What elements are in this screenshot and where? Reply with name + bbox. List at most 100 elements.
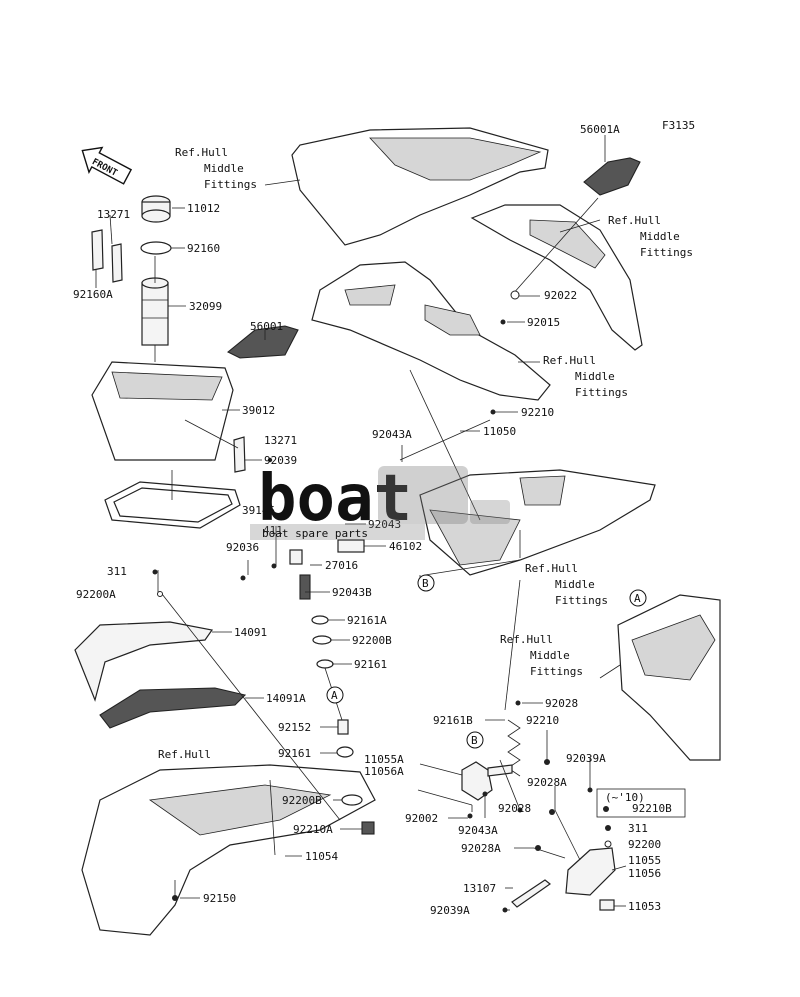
svg-text:Middle: Middle — [575, 370, 615, 383]
part-label: 92028A — [461, 842, 501, 855]
part-label: 92161A — [347, 614, 387, 627]
part-label: 46102 — [389, 540, 422, 553]
part-label: 27016 — [325, 559, 358, 572]
part-label: 92043B — [332, 586, 372, 599]
svg-text:Fittings: Fittings — [530, 665, 583, 678]
part-label: 56001A — [580, 123, 620, 136]
svg-text:A: A — [331, 689, 338, 702]
part-label: 92200 — [628, 838, 661, 851]
storage-tray-shape — [419, 469, 656, 576]
part-label: 14091A — [266, 692, 306, 705]
lower-hull-shape — [81, 764, 376, 936]
part-label: 32099 — [189, 300, 222, 313]
part-label: 92015 — [527, 316, 560, 329]
svg-text:Ref.Hull: Ref.Hull — [525, 562, 578, 575]
part-label: 92152 — [278, 721, 311, 734]
part-label: 92043 — [368, 518, 401, 531]
part-label: 13271 — [97, 208, 130, 221]
svg-text:Ref.Hull: Ref.Hull — [608, 214, 661, 227]
version-note-box: (~'10) — [596, 788, 686, 818]
deck-cover-shape — [291, 127, 549, 246]
leader-lines — [95, 135, 627, 911]
part-label: 11012 — [187, 202, 220, 215]
part-label: 92028 — [498, 802, 531, 815]
svg-text:B: B — [471, 734, 478, 747]
callout-b-1: B — [417, 574, 435, 592]
latch-shapes — [461, 761, 616, 911]
figure-code: F3135 — [662, 119, 695, 132]
hardware-dots — [152, 290, 612, 913]
svg-text:Fittings: Fittings — [640, 246, 693, 259]
storage-bin-shape — [91, 361, 234, 461]
ref-label-hull-middle-3: Ref.Hull Middle Fittings — [543, 354, 628, 399]
svg-text:Ref.Hull: Ref.Hull — [543, 354, 596, 367]
gasket-shape — [140, 241, 172, 255]
part-label: 92200B — [352, 634, 392, 647]
svg-text:Middle: Middle — [555, 578, 595, 591]
part-label: 11055 — [628, 854, 661, 867]
grab-handle-shapes — [74, 621, 247, 729]
part-labels: 56001A 11012 13271 92160 92160A 32099 56… — [73, 123, 672, 917]
part-label: 11056A — [364, 765, 404, 778]
part-label: 11050 — [483, 425, 516, 438]
part-label: 13271 — [264, 434, 297, 447]
svg-text:A: A — [634, 592, 641, 605]
part-label: 92150 — [203, 892, 236, 905]
rear-hull-shape — [617, 594, 721, 761]
mirror-left-shape — [226, 325, 299, 359]
part-label: 92200B — [282, 794, 322, 807]
part-label: 92036 — [226, 541, 259, 554]
mirror-right-shape — [583, 157, 641, 196]
ref-label-hull-middle-4: Ref.Hull Middle Fittings — [525, 562, 608, 607]
part-label: 311 — [628, 822, 648, 835]
version-note: (~'10) — [605, 791, 645, 804]
part-label: 11056 — [628, 867, 661, 880]
watermark-brand: boat — [258, 462, 412, 536]
part-label: 92161 — [278, 747, 311, 760]
ref-label-hull-middle-5: Ref.Hull Middle Fittings — [500, 633, 583, 678]
part-label: 92002 — [405, 812, 438, 825]
part-label: 11053 — [628, 900, 661, 913]
watermark-logo: boat boat spare parts — [250, 462, 510, 540]
part-label: 92161 — [354, 658, 387, 671]
front-arrow-icon: FRONT — [81, 146, 133, 185]
part-label: 92200A — [76, 588, 116, 601]
part-label: 92160 — [187, 242, 220, 255]
part-label: 92043A — [372, 428, 412, 441]
svg-text:Middle: Middle — [530, 649, 570, 662]
mid-panel-shape — [311, 261, 551, 401]
part-label: 92210 — [526, 714, 559, 727]
ref-label-hull-middle-1: Ref.Hull Middle Fittings — [175, 146, 257, 191]
svg-text:Fittings: Fittings — [555, 594, 608, 607]
svg-text:Ref.Hull: Ref.Hull — [175, 146, 228, 159]
callout-a-1: A — [629, 589, 647, 607]
part-label: 39012 — [242, 404, 275, 417]
callout-a-2: A — [326, 686, 344, 704]
part-label: 11054 — [305, 850, 338, 863]
bracket-shapes — [91, 229, 246, 473]
svg-text:Fittings: Fittings — [575, 386, 628, 399]
part-label: 92028A — [527, 776, 567, 789]
part-label: 92210B — [632, 802, 672, 815]
watermark-subtitle: boat spare parts — [262, 527, 368, 540]
part-label: 92210A — [293, 823, 333, 836]
svg-text:Middle: Middle — [204, 162, 244, 175]
svg-text:Fittings: Fittings — [204, 178, 257, 191]
part-label: 92039A — [566, 752, 606, 765]
part-label: 39145 — [242, 504, 275, 517]
part-label: 311 — [107, 565, 127, 578]
ref-label-hull-middle-2: Ref.Hull Middle Fittings — [608, 214, 693, 259]
part-label: 92043A — [458, 824, 498, 837]
part-label: 92210 — [521, 406, 554, 419]
right-panel-shape — [470, 204, 643, 351]
part-label: 14091 — [234, 626, 267, 639]
part-label: 56001 — [250, 320, 283, 333]
part-label: 92039 — [264, 454, 297, 467]
tube-shape — [141, 277, 169, 346]
part-label: 92039A — [430, 904, 470, 917]
callout-b-2: B — [466, 731, 484, 749]
part-label: 411 — [263, 524, 283, 537]
part-label: 92028 — [545, 697, 578, 710]
cap-shape — [141, 195, 171, 223]
